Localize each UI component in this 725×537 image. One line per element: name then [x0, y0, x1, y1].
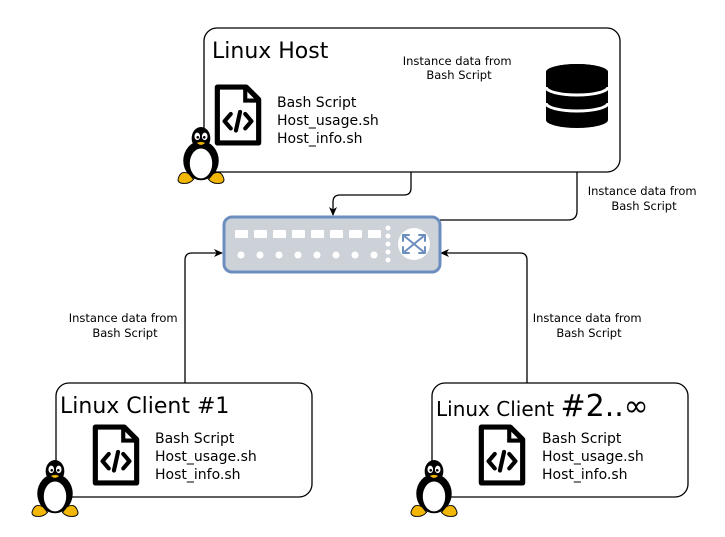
linux-client-1-title: Linux Client #1 — [60, 394, 229, 419]
file-label: Bash Script — [277, 95, 357, 111]
linux-client-2-box: Linux Client #2..∞ Bash Script Host_usag… — [431, 382, 689, 498]
linux-host-title: Linux Host — [212, 39, 329, 64]
client1-file-list: Bash Script Host_usage.sh Host_info.sh — [155, 431, 261, 483]
linux-client-1-box: Linux Client #1 Bash Script Host_usage.s… — [55, 382, 313, 498]
linux-client-2-title: Linux Client #2..∞ — [436, 389, 649, 424]
host-to-switch-connector — [329, 172, 412, 216]
host-db-connector-label: Instance data from Bash Script — [403, 54, 516, 82]
client2-file-list: Bash Script Host_usage.sh Host_info.sh — [542, 431, 648, 483]
file-label: Bash Script — [542, 431, 622, 447]
linux-host-container — [203, 27, 621, 173]
switch-to-database-connector — [440, 132, 581, 221]
file-label: Host_info.sh — [542, 467, 628, 483]
client2-to-switch-connector — [440, 249, 528, 383]
code-file-icon — [217, 87, 258, 143]
linux-host-box: Linux Host Bash Script Host_usage.sh Hos… — [203, 27, 621, 173]
database-icon — [544, 64, 610, 128]
switch-db-connector-label: Instance data from Bash Script — [588, 184, 701, 213]
client2-connector-label: Instance data from Bash Script — [533, 311, 646, 340]
file-label: Bash Script — [155, 431, 235, 447]
file-label: Host_usage.sh — [155, 449, 257, 465]
network-switch-icon — [222, 215, 442, 274]
host-file-list: Bash Script Host_usage.sh Host_info.sh — [277, 95, 383, 147]
file-label: Host_usage.sh — [542, 449, 644, 465]
code-file-icon — [95, 427, 136, 483]
file-label: Host_info.sh — [155, 467, 241, 483]
code-file-icon — [481, 427, 522, 483]
client1-to-switch-connector — [184, 249, 223, 383]
client1-connector-label: Instance data from Bash Script — [69, 311, 182, 340]
file-label: Host_usage.sh — [277, 113, 379, 129]
file-label: Host_info.sh — [277, 131, 363, 147]
